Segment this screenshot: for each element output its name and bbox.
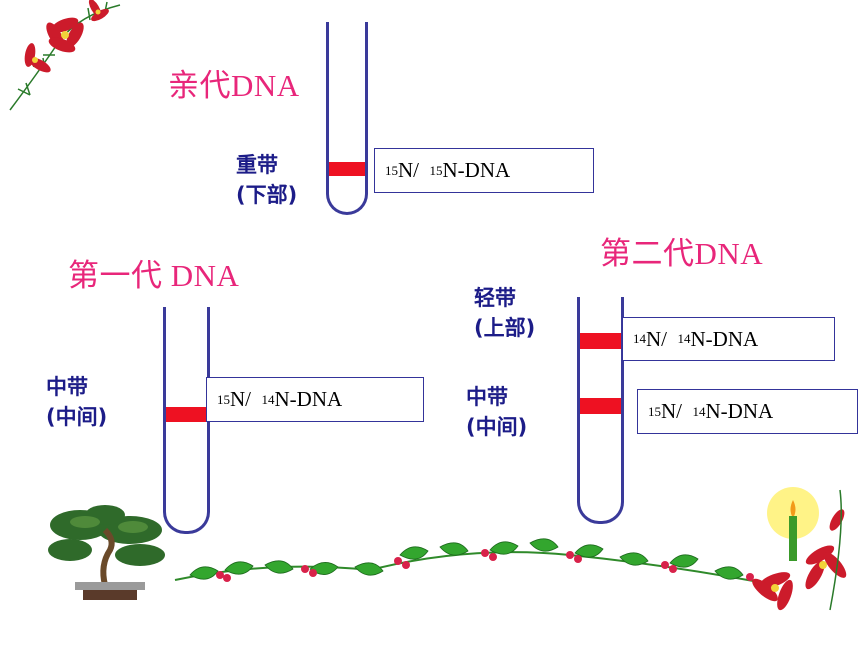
- parent-heavy-band: [329, 162, 365, 176]
- gen2-mid-label-line1: 中带: [466, 385, 508, 409]
- gen2-test-tube: [577, 297, 624, 524]
- poinsettia-corner-icon: [9, 0, 121, 111]
- parent-band-label-line2: (下部): [236, 183, 298, 207]
- gen2-light-label: 轻带 (上部): [474, 283, 535, 343]
- isotope-mass: 15: [385, 162, 398, 178]
- parent-test-tube: [326, 22, 368, 215]
- gen2-title: 第二代DNA: [600, 236, 764, 271]
- nitrogen-symbol: N/: [646, 326, 667, 351]
- nitrogen-symbol: N/: [398, 158, 419, 182]
- gen1-title: 第一代 DNA: [68, 258, 240, 293]
- parent-title: 亲代DNA: [168, 68, 300, 103]
- parent-band-label-line1: 重带: [236, 153, 278, 177]
- candle-poinsettia-icon: [752, 487, 847, 611]
- gen2-mid-label-line2: (中间): [466, 415, 528, 439]
- nitrogen-dna-text: N-DNA: [442, 158, 511, 182]
- parent-band-label: 重带 (下部): [236, 150, 297, 210]
- gen1-band-label-line2: (中间): [46, 405, 108, 429]
- isotope-mass: 14: [633, 331, 646, 346]
- isotope-mass: 15: [648, 403, 661, 419]
- gen2-light-label-line2: (上部): [474, 316, 536, 340]
- gen2-mid-label: 中带 (中间): [466, 382, 527, 442]
- gen1-band-label-line1: 中带: [46, 375, 88, 399]
- gen2-mid-band: [580, 398, 621, 414]
- isotope-mass: 15: [217, 391, 230, 407]
- nitrogen-symbol: N/: [230, 387, 251, 411]
- isotope-mass: 14: [261, 391, 275, 407]
- gen1-mid-band: [166, 407, 207, 422]
- nitrogen-dna-text: N-DNA: [274, 387, 343, 411]
- isotope-mass: 15: [429, 162, 443, 178]
- isotope-mass: 14: [677, 331, 691, 346]
- gen2-light-label-line1: 轻带: [474, 286, 516, 310]
- nitrogen-dna-text: N-DNA: [690, 326, 759, 351]
- nitrogen-symbol: N/: [661, 399, 682, 423]
- gen2-light-band: [580, 333, 621, 349]
- isotope-mass: 14: [692, 403, 706, 419]
- bonsai-tree-icon: [48, 505, 165, 600]
- gen1-band-label: 中带 (中间): [46, 372, 107, 432]
- holly-garland-icon: [174, 538, 776, 586]
- nitrogen-dna-text: N-DNA: [705, 399, 774, 423]
